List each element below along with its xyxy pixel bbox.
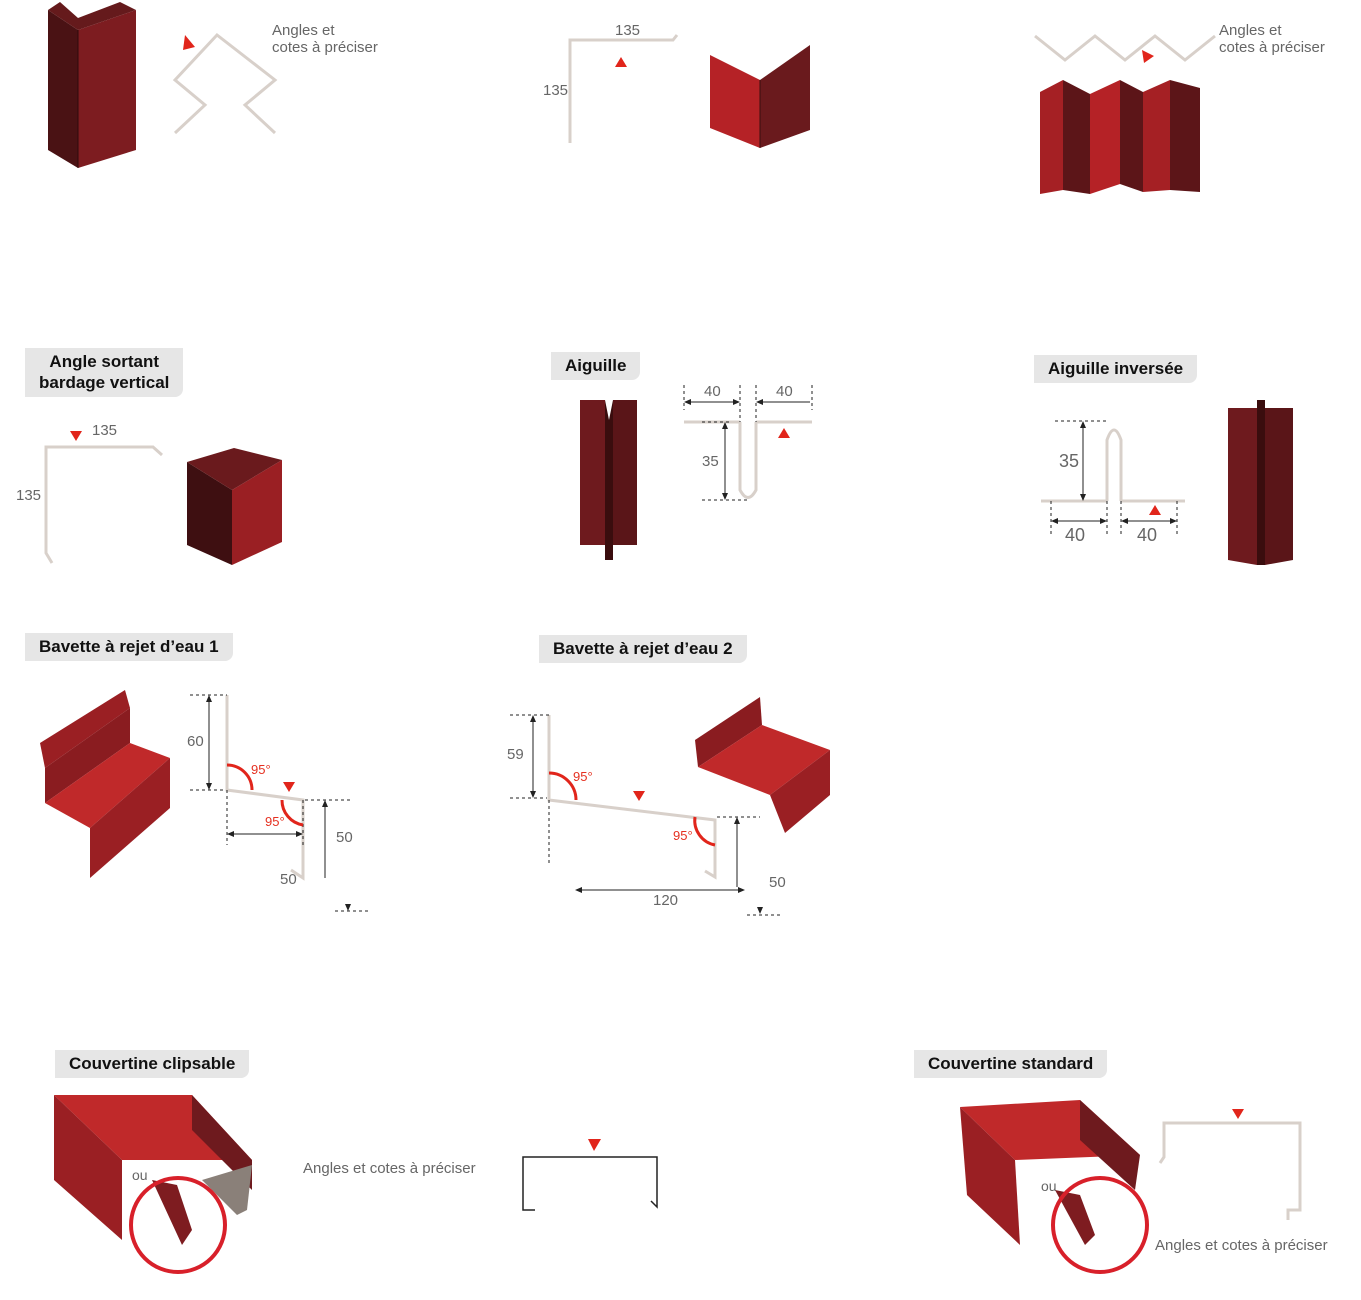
dim-left-width: 40 <box>704 383 721 400</box>
profile-angle-135: 135 135 <box>543 22 679 143</box>
profile-couvertine-standard <box>1158 1109 1302 1220</box>
dim-drop: 50 <box>769 874 786 891</box>
dim-drop: 50 <box>336 829 353 846</box>
marker-triangle <box>1232 1109 1244 1119</box>
marker-triangle <box>615 57 627 67</box>
marker-triangle <box>633 791 645 801</box>
marker-triangle <box>70 431 82 441</box>
marker-triangle <box>778 428 790 438</box>
detail-circle <box>1051 1176 1149 1274</box>
profile-zigzag-3 <box>1034 34 1216 63</box>
angle-2: 95° <box>265 814 285 829</box>
note-couvertine-clipsable: Angles et cotes à préciser <box>303 1160 476 1177</box>
couvertine-clipsable-render: ou <box>54 1095 252 1274</box>
profile-bavette-1: 60 95° 95° 50 50 <box>187 694 370 912</box>
aiguille-inversee-render <box>1228 400 1293 565</box>
dim-depth: 35 <box>702 453 719 470</box>
profile-zigzag-1 <box>172 32 278 135</box>
marker-triangle <box>183 35 195 50</box>
ou-label: ou <box>132 1167 148 1183</box>
dim-top: 135 <box>615 22 640 39</box>
dim-left: 135 <box>16 487 41 504</box>
ou-label: ou <box>1041 1178 1057 1194</box>
marker-triangle <box>1149 505 1161 515</box>
title-aiguille: Aiguille <box>551 352 641 380</box>
title-bavette-2: Bavette à rejet d’eau 2 <box>539 635 747 663</box>
angle-1: 95° <box>573 769 593 784</box>
bavette-2-render <box>695 697 830 833</box>
bavette-1-render <box>40 690 170 878</box>
corner-trim-render-1 <box>48 2 136 168</box>
note-angles-1: Angles et cotes à préciser <box>272 22 378 56</box>
title-couvertine-standard: Couvertine standard <box>914 1050 1108 1078</box>
profile-angle-sortant: 135 135 <box>16 422 163 564</box>
marker-triangle <box>588 1139 601 1151</box>
marker-triangle <box>1142 50 1154 63</box>
dim-top: 135 <box>92 422 117 439</box>
couvertine-standard-render: ou <box>960 1100 1149 1274</box>
corner-trim-render-2 <box>710 45 810 148</box>
note-angles-3: Angles et cotes à préciser <box>1219 22 1325 56</box>
profile-couvertine-clipsable <box>522 1139 658 1211</box>
marker-triangle <box>283 782 295 792</box>
profile-aiguille-inversee: 35 40 40 <box>1041 420 1185 545</box>
title-angle-sortant: Angle sortant bardage vertical <box>25 348 184 397</box>
dim-height: 59 <box>507 746 524 763</box>
aiguille-render <box>580 400 637 560</box>
dim-left-width: 40 <box>1065 525 1085 545</box>
dim-right-width: 40 <box>776 383 793 400</box>
zigzag-panel-render <box>1040 80 1200 194</box>
angle-sortant-render <box>187 448 282 565</box>
profile-bavette-2: 59 95° 95° 120 50 <box>507 714 786 916</box>
dim-return: 50 <box>280 871 297 888</box>
profile-aiguille: 40 40 35 <box>683 383 813 501</box>
title-couvertine-clipsable: Couvertine clipsable <box>55 1050 250 1078</box>
angle-1: 95° <box>251 762 271 777</box>
dim-width: 120 <box>653 892 678 909</box>
dim-left: 135 <box>543 82 568 99</box>
detail-circle <box>129 1176 227 1274</box>
title-aiguille-inversee: Aiguille inversée <box>1034 355 1198 383</box>
title-bavette-1: Bavette à rejet d’eau 1 <box>25 633 233 661</box>
dim-height: 60 <box>187 733 204 750</box>
angle-2: 95° <box>673 828 693 843</box>
note-couvertine-standard: Angles et cotes à préciser <box>1155 1237 1328 1254</box>
dim-height: 35 <box>1059 451 1079 471</box>
dim-right-width: 40 <box>1137 525 1157 545</box>
